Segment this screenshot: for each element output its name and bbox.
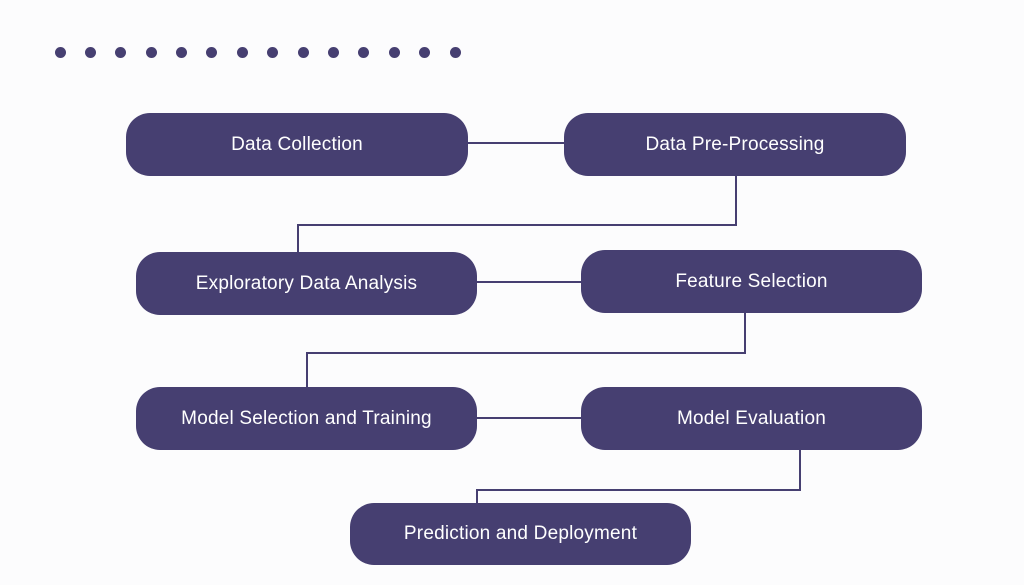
step-data-pre-processing: Data Pre-Processing — [564, 113, 906, 176]
decorative-dot — [54, 47, 66, 58]
decorative-dot — [327, 47, 339, 58]
step-data-collection: Data Collection — [126, 113, 468, 176]
connector-step-3-to-4 — [306, 313, 746, 387]
decorative-dot-row — [0, 0, 1024, 80]
step-prediction-and-deployment: Prediction and Deployment — [350, 503, 691, 565]
decorative-dot — [297, 47, 309, 58]
decorative-dot — [236, 47, 248, 58]
decorative-dot — [388, 47, 400, 58]
decorative-dot — [176, 47, 188, 58]
decorative-dot — [419, 47, 431, 58]
decorative-dot — [84, 47, 96, 58]
decorative-dot — [206, 47, 218, 58]
step-feature-selection: Feature Selection — [581, 250, 922, 313]
step-model-evaluation: Model Evaluation — [581, 387, 922, 450]
step-exploratory-data-analysis: Exploratory Data Analysis — [136, 252, 477, 315]
connector-step-5-to-6 — [476, 450, 801, 503]
step-model-selection-and-training: Model Selection and Training — [136, 387, 477, 450]
decorative-dot — [449, 47, 461, 58]
decorative-dot — [267, 47, 279, 58]
decorative-dot — [115, 47, 127, 58]
connector-step-1-to-2 — [297, 176, 737, 252]
decorative-dot — [145, 47, 157, 58]
decorative-dot — [358, 47, 370, 58]
